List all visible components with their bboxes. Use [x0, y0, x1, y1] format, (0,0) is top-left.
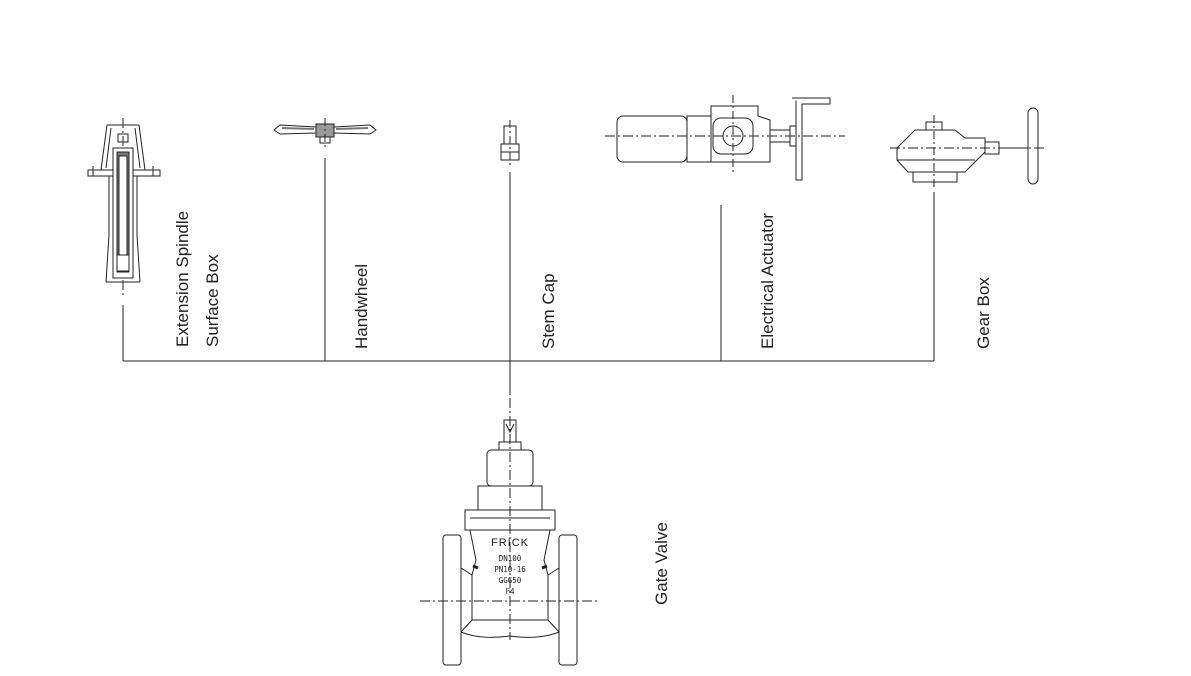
extension-spindle-drawing	[87, 118, 161, 298]
surface-box-label: Surface Box	[203, 254, 222, 347]
extension-spindle-label: Extension Spindle	[173, 210, 192, 347]
valve-marking-pn: PN10-16	[494, 565, 526, 574]
valve-marking-material: GGG50	[499, 576, 522, 585]
connector-lines	[122, 158, 935, 395]
gear-box-drawing	[890, 107, 1045, 190]
electrical-actuator-label: Electrical Actuator	[758, 212, 777, 349]
valve-brand: FRICK	[491, 537, 529, 549]
electrical-actuator-drawing	[605, 95, 845, 181]
handwheel-drawing	[273, 118, 377, 147]
stem-cap-drawing	[500, 120, 520, 165]
valve-marking-dn: DN100	[499, 554, 522, 563]
stem-cap-label: Stem Cap	[539, 273, 558, 349]
gear-box-label: Gear Box	[974, 277, 993, 349]
handwheel-label: Handwheel	[352, 263, 371, 349]
valve-marking-face: F4	[505, 587, 515, 596]
valve-marking: FRICK DN100 PN10-16 GGG50 F4	[491, 537, 529, 596]
gate-valve-label: Gate Valve	[652, 522, 671, 605]
gate-valve-drawing	[420, 398, 600, 666]
